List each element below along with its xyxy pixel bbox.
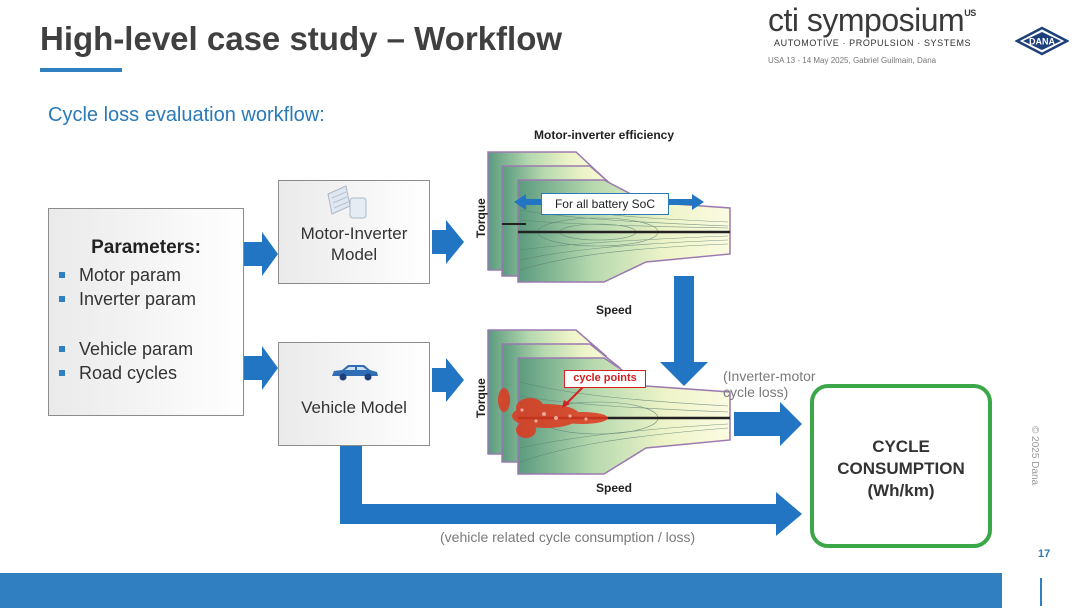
param-item: Inverter param: [57, 287, 243, 311]
section-subtitle: Cycle loss evaluation workflow:: [48, 104, 325, 126]
result-line3: (Wh/km): [867, 481, 935, 500]
footer-tick: [1040, 578, 1042, 606]
arrow-params-to-vehicle: [244, 346, 278, 390]
copyright: © 2025 Dana: [1029, 426, 1040, 486]
param-label: Vehicle param: [79, 339, 194, 359]
vehicle-related-note: (vehicle related cycle consumption / los…: [440, 529, 696, 545]
arrow-map-to-result: [734, 402, 802, 446]
arrow-efficiency-down: [660, 276, 708, 386]
parameters-title: Parameters:: [91, 237, 201, 258]
cycle-consumption-box: CYCLE CONSUMPTION (Wh/km): [810, 384, 992, 548]
title-underline: [40, 68, 122, 72]
arrow-vehicle-to-cycle-map: [432, 358, 464, 402]
page-title: High-level case study – Workflow: [40, 20, 563, 57]
bullet-icon: [59, 272, 65, 278]
param-item: Vehicle param: [57, 337, 243, 361]
arrow-vehicle-to-result: [340, 446, 802, 536]
param-label: Road cycles: [79, 363, 178, 383]
cycle-speed-label: Speed: [596, 481, 633, 495]
dana-logo: DANA: [1015, 26, 1069, 56]
arrow-params-to-motor-inverter: [244, 232, 278, 276]
motor-inverter-label-line2: Model: [330, 245, 378, 264]
motor-inverter-label-line1: Motor-Inverter: [300, 224, 408, 243]
brand-sup: US: [964, 8, 976, 18]
arrow-motor-inverter-to-map: [432, 220, 464, 264]
motor-inverter-icon: [327, 185, 367, 219]
inverter-motor-note-line1: (Inverter-motor: [723, 368, 816, 384]
result-line1: CYCLE: [872, 437, 930, 456]
cycle-points-callout: cycle points: [564, 370, 646, 388]
bullet-icon: [59, 296, 65, 302]
cycle-map-stack: [487, 329, 731, 475]
efficiency-map-title: Motor-inverter efficiency: [534, 128, 675, 142]
param-label: Motor param: [79, 265, 182, 285]
bullet-icon: [59, 346, 65, 352]
page-number: 17: [1038, 548, 1051, 560]
inverter-motor-note-line2: cycle loss): [723, 384, 789, 400]
param-item: Road cycles: [57, 361, 243, 385]
result-line2: CONSUMPTION: [837, 459, 965, 478]
brand-tagline: AUTOMOTIVE · PROPULSION · SYSTEMS: [774, 38, 972, 48]
battery-soc-callout: For all battery SoC: [541, 193, 669, 215]
car-icon: [332, 365, 378, 381]
efficiency-speed-label: Speed: [596, 303, 633, 317]
efficiency-map-stack: [487, 151, 731, 283]
param-item: Motor param: [57, 263, 243, 287]
bullet-icon: [59, 370, 65, 376]
motor-inverter-model-box: Motor-Inverter Model: [278, 180, 430, 284]
vehicle-model-box: Vehicle Model: [278, 342, 430, 446]
cycle-torque-label: Torque: [474, 378, 488, 418]
brand-text: cti symposium: [768, 2, 965, 38]
param-label: Inverter param: [79, 289, 197, 309]
footer-bar: [0, 573, 1002, 608]
brand-name: cti symposiumUS: [768, 2, 976, 39]
vehicle-model-label: Vehicle Model: [301, 398, 407, 417]
parameters-box: Parameters: Motor param Inverter param V…: [48, 208, 244, 416]
inverter-motor-note: (Inverter-motor cycle loss): [723, 368, 816, 400]
logo-text: DANA: [1029, 37, 1055, 47]
efficiency-torque-label: Torque: [474, 198, 488, 238]
event-info: USA 13 - 14 May 2025, Gabriel Guilmain, …: [768, 56, 937, 65]
